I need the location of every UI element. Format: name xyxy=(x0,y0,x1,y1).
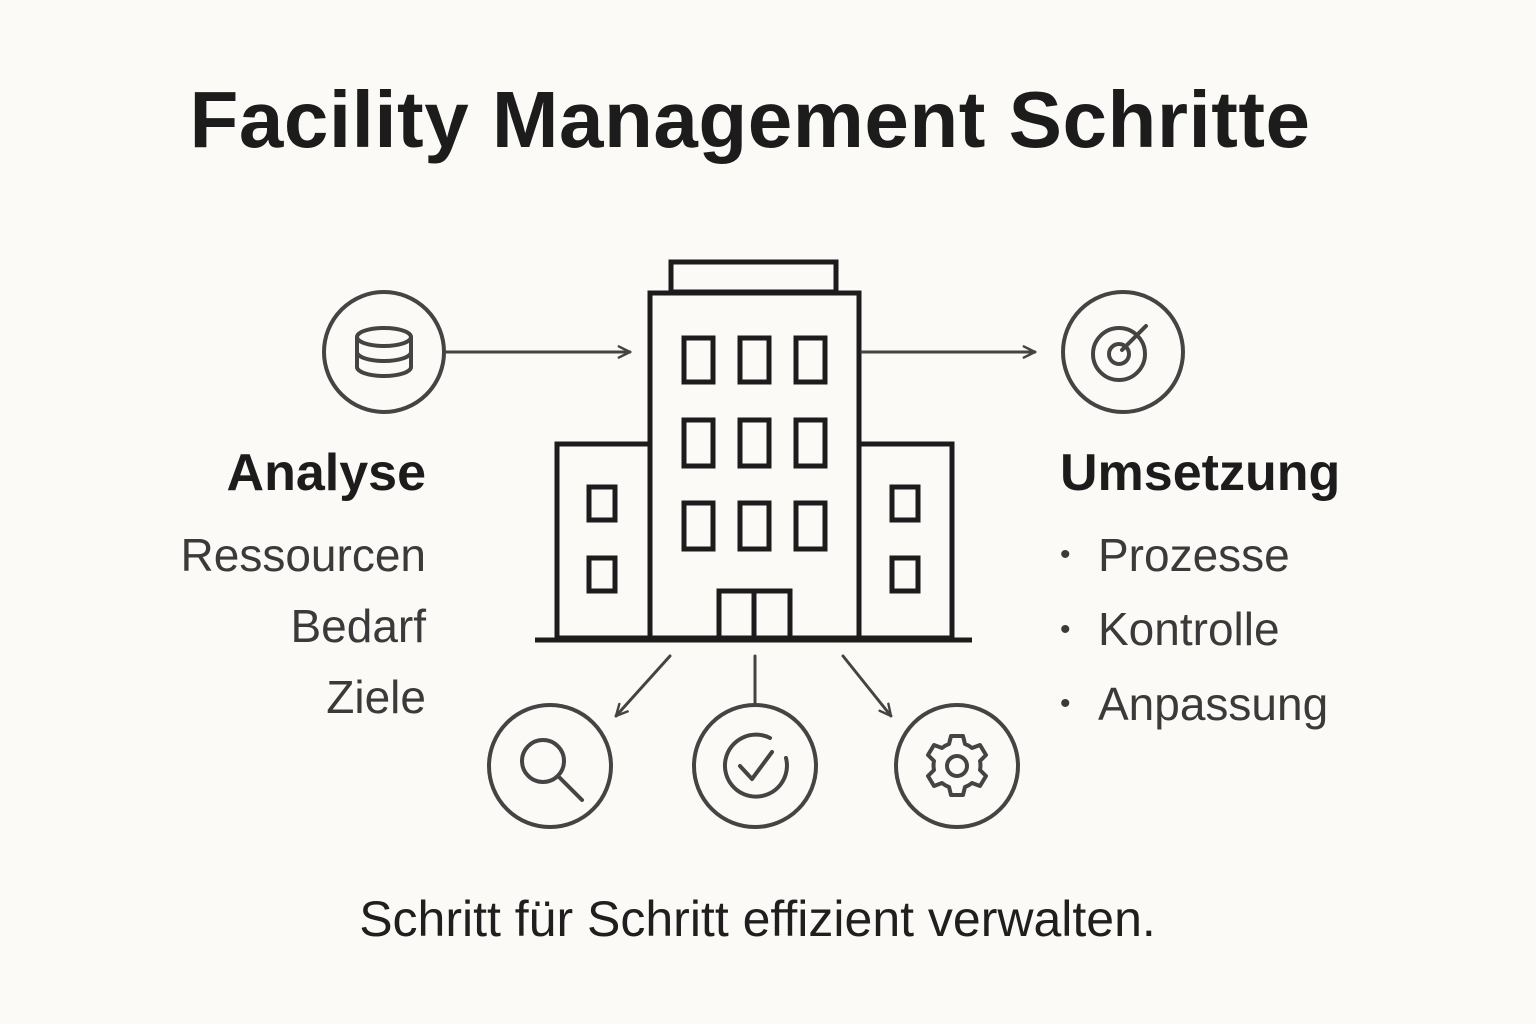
list-item: Bedarf xyxy=(290,600,426,652)
bullet-icon: • xyxy=(1060,612,1071,646)
list-item-label: Kontrolle xyxy=(1098,603,1280,656)
analyse-list: Ressourcen Bedarf Ziele xyxy=(181,520,426,733)
connector-arrows xyxy=(444,345,1037,718)
list-item: Ziele xyxy=(326,671,426,723)
analyse-heading: Analyse xyxy=(226,444,426,502)
target-icon xyxy=(1061,290,1185,414)
list-item-label: Prozesse xyxy=(1098,529,1290,581)
umsetzung-heading: Umsetzung xyxy=(1060,444,1341,502)
list-item: • Anpassung xyxy=(1060,669,1340,743)
search-icon xyxy=(487,703,613,829)
list-item: • Kontrolle xyxy=(1060,594,1340,668)
analyse-section: Analyse Ressourcen Bedarf Ziele xyxy=(181,440,426,733)
list-item-label: Anpassung xyxy=(1098,677,1329,730)
bullet-icon: • xyxy=(1060,538,1071,572)
gear-icon xyxy=(894,703,1020,829)
page-title: Facility Management Schritte xyxy=(189,75,1311,164)
bullet-icon: • xyxy=(1060,687,1071,721)
tagline: Schritt für Schritt effizient verwalten. xyxy=(359,891,1156,947)
list-item: Ressourcen xyxy=(180,529,426,581)
umsetzung-list: • Prozesse • Kontrolle • Anpassung xyxy=(1060,520,1340,743)
check-circle-icon xyxy=(692,703,818,829)
list-item: • Prozesse xyxy=(1060,520,1340,594)
database-icon xyxy=(322,290,446,414)
office-building-icon xyxy=(535,259,972,643)
umsetzung-section: Umsetzung • Prozesse • Kontrolle • Anpassun… xyxy=(1060,440,1340,743)
